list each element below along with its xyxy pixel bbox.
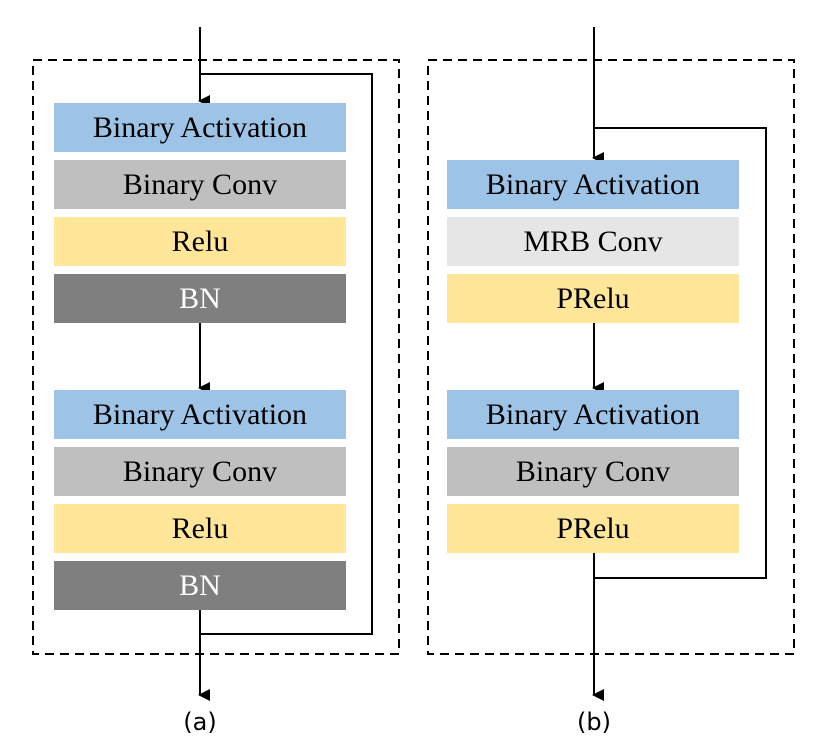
- panel-a-block1-binary-activation: Binary Activation: [54, 103, 346, 152]
- panel-a-block1-binary-conv: Binary Conv: [54, 160, 346, 209]
- panel-b-block2-binary-conv: Binary Conv: [447, 447, 739, 496]
- panel-b-block2-prelu: PRelu: [447, 504, 739, 553]
- panel-a-dashed-border: [32, 59, 400, 655]
- panel-a-caption: (a): [183, 708, 217, 736]
- panel-b-dashed-border: [427, 59, 795, 655]
- panel-a-block2-relu: Relu: [54, 504, 346, 553]
- panel-a-block2-bn: BN: [54, 561, 346, 610]
- panel-b-caption: (b): [577, 708, 611, 736]
- panel-b-block2-binary-activation: Binary Activation: [447, 390, 739, 439]
- panel-b-block1-mrb-conv: MRB Conv: [447, 217, 739, 266]
- panel-a-block1-relu: Relu: [54, 217, 346, 266]
- panel-b-block1-prelu: PRelu: [447, 274, 739, 323]
- panel-b-skip-connection: [594, 127, 767, 579]
- panel-a-skip-connection: [200, 73, 373, 635]
- panel-a-block2-binary-activation: Binary Activation: [54, 390, 346, 439]
- panel-a-block2-binary-conv: Binary Conv: [54, 447, 346, 496]
- panel-b-block1-binary-activation: Binary Activation: [447, 160, 739, 209]
- panel-a-block1-bn: BN: [54, 274, 346, 323]
